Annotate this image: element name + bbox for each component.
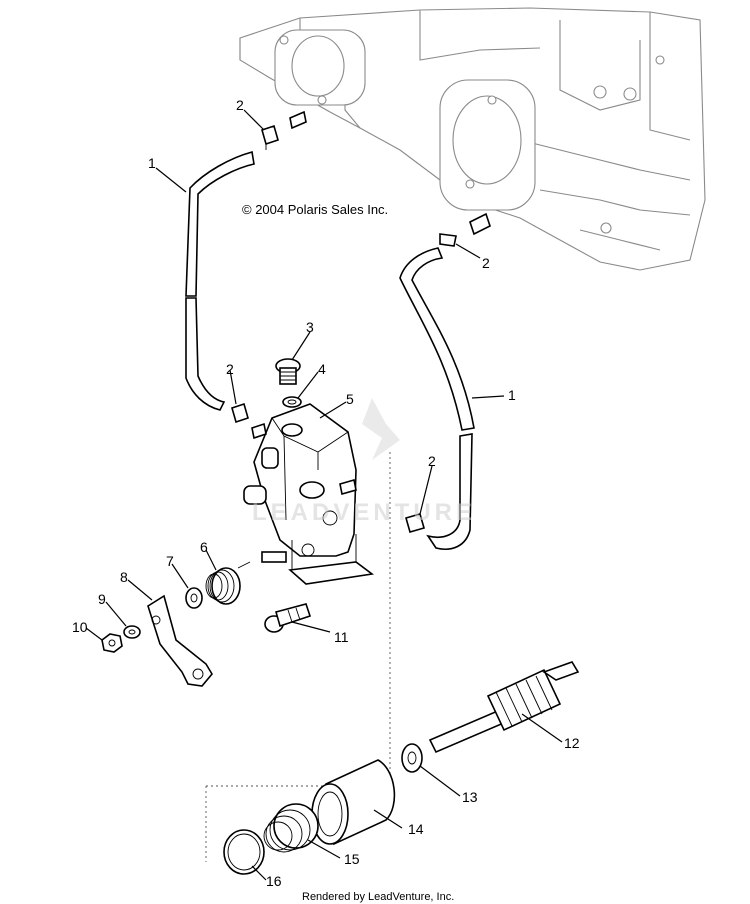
callout-13: 13 [462, 789, 478, 805]
hose-clamp-mid-right [405, 513, 425, 533]
oil-pump-body [243, 403, 375, 585]
callout-8: 8 [120, 569, 128, 585]
lever-washer [185, 587, 203, 609]
gear-bushing [311, 759, 396, 846]
callout-12: 12 [564, 735, 580, 751]
pump-drive-gear [428, 661, 580, 754]
rendered-by-credit: Rendered by LeadVenture, Inc. [302, 891, 454, 903]
thrust-washer [401, 743, 423, 773]
control-lever [147, 594, 213, 687]
callout-7: 7 [166, 553, 174, 569]
snap-ring [223, 829, 265, 875]
callout-6: 6 [200, 539, 208, 555]
hose-clamp-top-left [261, 124, 279, 150]
bleed-screw [275, 358, 301, 385]
sealing-washer [282, 396, 302, 408]
callout-16: 16 [266, 873, 282, 889]
callout-1-left: 1 [148, 155, 156, 171]
callout-2-top-right: 2 [482, 255, 490, 271]
callout-4: 4 [318, 361, 326, 377]
leader-lines [85, 109, 563, 881]
hex-nut [101, 633, 123, 653]
pump-shaft [261, 551, 287, 563]
callout-11: 11 [334, 629, 349, 645]
callout-2-mid-left: 2 [226, 361, 234, 377]
callout-9: 9 [98, 591, 106, 607]
hose-clamp-mid-left [231, 402, 249, 424]
hose-clamp-top-right [439, 233, 457, 247]
engine-crankcase [239, 7, 706, 271]
oil-hose-left [185, 150, 255, 411]
return-spring [205, 561, 251, 605]
callout-5: 5 [346, 391, 354, 407]
watermark-text: LEADVENTURE [252, 499, 476, 526]
callout-1-right: 1 [508, 387, 516, 403]
mounting-bolt [264, 603, 312, 633]
copyright-notice: © 2004 Polaris Sales Inc. [242, 202, 388, 217]
oil-hose-right [399, 247, 475, 550]
callout-3: 3 [306, 319, 314, 335]
watermark: LEADVENTURE [252, 398, 476, 526]
callout-14: 14 [408, 821, 424, 837]
callout-10: 10 [72, 619, 88, 635]
callout-2-mid-right: 2 [428, 453, 436, 469]
nut-washer [123, 625, 141, 639]
gear-spring [263, 803, 319, 853]
callout-2-top-left: 2 [236, 97, 244, 113]
callout-15: 15 [344, 851, 360, 867]
